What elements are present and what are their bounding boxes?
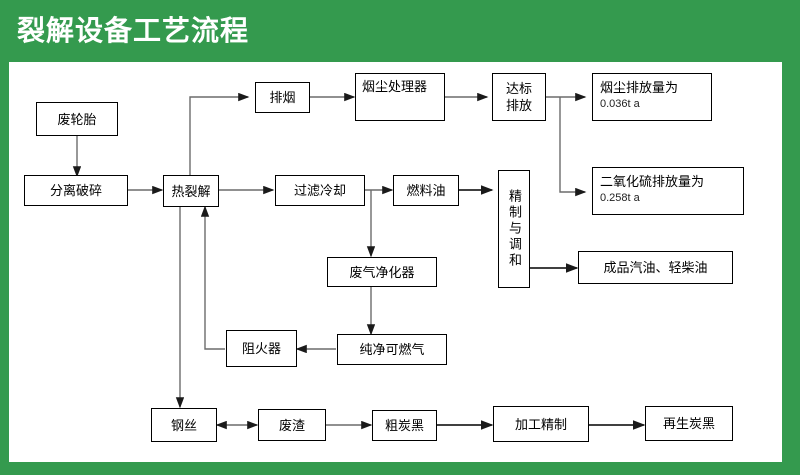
dust-emission-label: 烟尘排放量为 (600, 80, 679, 95)
dust-emission-value: 0.036t a (600, 98, 640, 110)
compliant-discharge-line1: 达标 (505, 81, 532, 96)
node-pyrolysis[interactable]: 热裂解 (163, 175, 219, 207)
node-so2-emission[interactable]: 二氧化硫排放量为 0.258t a (592, 167, 744, 215)
node-finished-products[interactable]: 成品汽油、轻柴油 (578, 251, 733, 284)
node-flue-gas[interactable]: 排烟 (255, 82, 310, 113)
node-dust-treatment[interactable]: 烟尘处理器 (355, 73, 445, 121)
node-crude-carbon-black[interactable]: 粗炭黑 (372, 410, 437, 441)
page-title: 裂解设备工艺流程 (17, 15, 250, 46)
node-exhaust-purifier[interactable]: 废气净化器 (327, 257, 437, 287)
node-waste-residue[interactable]: 废渣 (258, 409, 326, 441)
so2-emission-label: 二氧化硫排放量为 (600, 174, 705, 189)
node-flame-arrester[interactable]: 阻火器 (226, 330, 297, 367)
node-dust-emission[interactable]: 烟尘排放量为 0.036t a (592, 73, 712, 121)
node-recycled-carbon-black[interactable]: 再生炭黑 (645, 406, 733, 441)
node-clean-combustible-gas[interactable]: 纯净可燃气 (337, 334, 447, 365)
node-compliant-discharge[interactable]: 达标 排放 (492, 73, 546, 121)
node-separate-crush[interactable]: 分离破碎 (24, 175, 128, 206)
so2-emission-value: 0.258t a (600, 192, 640, 204)
node-refine-blend[interactable]: 精制与调和 (498, 170, 530, 288)
node-steel-wire[interactable]: 钢丝 (151, 408, 217, 442)
diagram-canvas: 废轮胎 分离破碎 热裂解 排烟 烟尘处理器 达标 排放 烟尘排放量为 0.036… (9, 62, 782, 462)
header-band: 裂解设备工艺流程 (0, 0, 800, 62)
node-filter-cooling[interactable]: 过滤冷却 (275, 175, 365, 206)
node-fuel-oil[interactable]: 燃料油 (393, 175, 459, 206)
node-processing-refine[interactable]: 加工精制 (493, 406, 589, 442)
compliant-discharge-line2: 排放 (505, 98, 532, 113)
node-waste-tire[interactable]: 废轮胎 (36, 102, 118, 136)
